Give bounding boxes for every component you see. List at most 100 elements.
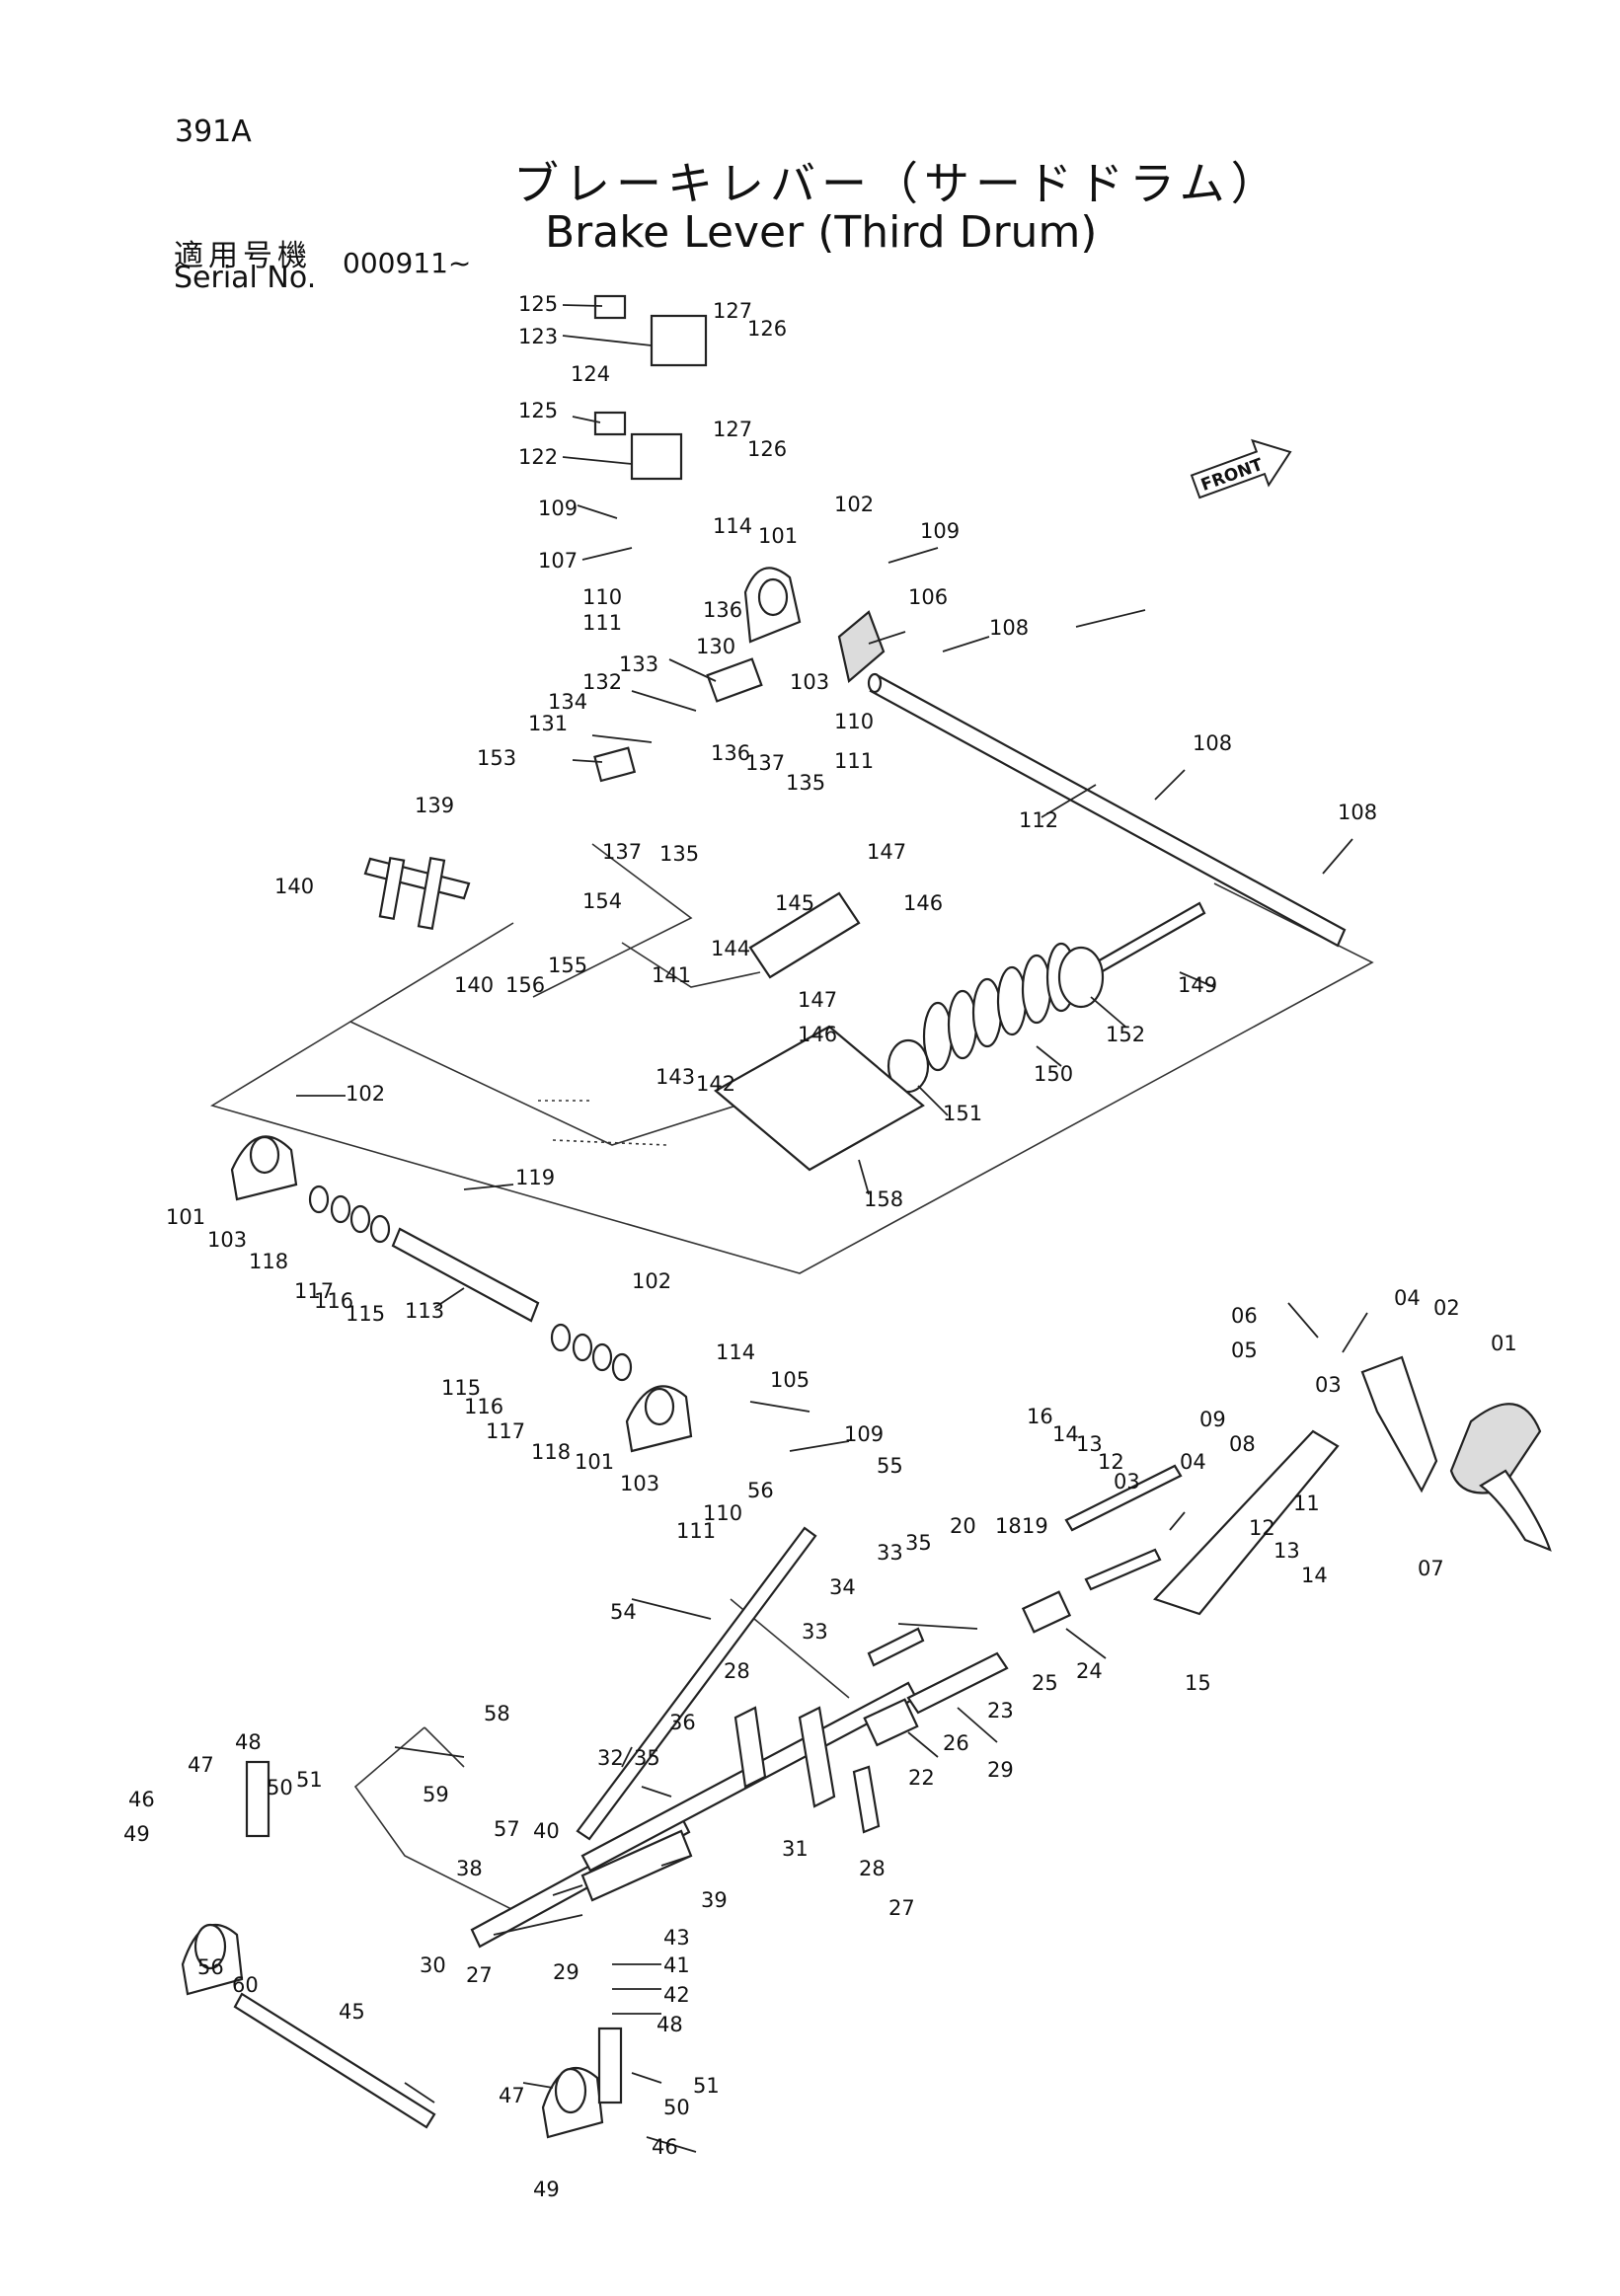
lever-02	[1360, 1355, 1438, 1493]
turnbuckle-23	[906, 1651, 1009, 1715]
part-callout-103: 103	[790, 670, 829, 694]
part-callout-27: 27	[888, 1896, 915, 1920]
part-callout-135: 135	[786, 771, 825, 795]
part-callout-43: 43	[663, 1926, 690, 1950]
part-callout-143: 143	[656, 1065, 695, 1089]
part-callout-13: 13	[1076, 1432, 1103, 1456]
part-callout-126: 126	[747, 317, 787, 341]
part-callout-05: 05	[1231, 1339, 1258, 1362]
lever-139	[363, 857, 471, 900]
part-callout-03: 03	[1315, 1373, 1342, 1397]
part-callout-03: 03	[1114, 1470, 1140, 1493]
part-callout-09: 09	[1199, 1408, 1226, 1431]
block-48b	[597, 2027, 623, 2105]
part-callout-07: 07	[1418, 1557, 1444, 1580]
components	[181, 294, 1552, 2139]
part-callout-141: 141	[652, 963, 691, 987]
part-callout-125: 125	[518, 292, 558, 316]
part-callout-151: 151	[943, 1102, 982, 1125]
part-callout-154: 154	[582, 889, 622, 913]
shaft-45	[233, 1992, 436, 2129]
part-callout-126: 126	[747, 437, 787, 461]
rod-54	[576, 1526, 817, 1841]
lever-106	[837, 610, 886, 684]
part-callout-110: 110	[582, 585, 622, 609]
part-callout-109: 109	[844, 1422, 884, 1446]
page-code: 391A	[175, 115, 252, 149]
part-callout-146: 146	[903, 891, 943, 915]
part-callout-47: 47	[499, 2084, 525, 2107]
part-callout-110: 110	[703, 1501, 742, 1525]
part-callout-132: 132	[582, 670, 622, 694]
part-callout-32: 32	[597, 1746, 624, 1770]
part-callout-49: 49	[533, 2178, 560, 2201]
part-callout-12: 12	[1098, 1450, 1124, 1474]
part-callout-123: 123	[518, 325, 558, 348]
part-callout-117: 117	[486, 1419, 525, 1443]
part-callout-31: 31	[782, 1837, 809, 1861]
part-callout-29: 29	[987, 1758, 1014, 1782]
part-callout-103: 103	[620, 1472, 659, 1495]
part-callout-114: 114	[713, 514, 752, 538]
part-callout-48: 48	[656, 2013, 683, 2036]
part-callout-136: 136	[703, 598, 742, 622]
serial-label-english: Serial No.	[174, 261, 317, 295]
part-callout-35: 35	[905, 1531, 932, 1555]
part-callout-118: 118	[249, 1250, 288, 1273]
part-callout-102: 102	[834, 493, 874, 516]
part-callout-26: 26	[943, 1731, 969, 1755]
part-callout-33: 33	[802, 1620, 828, 1644]
part-callout-60: 60	[232, 1973, 259, 1997]
block-48a	[245, 1760, 270, 1838]
part-callout-38: 38	[456, 1857, 483, 1880]
clevis-24	[1021, 1590, 1072, 1634]
spring-19	[1084, 1548, 1162, 1591]
part-callout-04: 04	[1394, 1286, 1421, 1310]
spring-34	[867, 1627, 925, 1667]
part-callout-105: 105	[770, 1368, 810, 1392]
part-callout-109: 109	[920, 519, 960, 543]
part-callout-146: 146	[798, 1023, 837, 1046]
part-22	[863, 1698, 919, 1747]
part-callout-28: 28	[859, 1857, 886, 1880]
part-callout-22: 22	[908, 1766, 935, 1790]
part-callout-144: 144	[711, 937, 750, 960]
part-callout-08: 08	[1229, 1432, 1256, 1456]
part-callout-107: 107	[538, 549, 578, 573]
part-callout-27: 27	[466, 1963, 493, 1987]
part-callout-133: 133	[619, 652, 658, 676]
leader-lines	[296, 304, 1368, 2153]
pin-125b	[593, 411, 627, 436]
part-callout-147: 147	[798, 988, 837, 1012]
lever-11	[1153, 1429, 1340, 1616]
part-callout-158: 158	[864, 1187, 903, 1211]
part-callout-113: 113	[405, 1299, 444, 1323]
part-callout-13: 13	[1273, 1539, 1300, 1563]
serial-label-japanese: 適用号機	[174, 239, 312, 273]
part-callout-28: 28	[724, 1659, 750, 1683]
part-callout-36: 36	[669, 1711, 696, 1734]
part-callout-111: 111	[676, 1519, 716, 1543]
part-callout-116: 116	[314, 1289, 353, 1313]
part-callout-145: 145	[775, 891, 814, 915]
part-callout-127: 127	[713, 418, 752, 441]
part-callout-130: 130	[696, 635, 735, 658]
part-callout-06: 06	[1231, 1304, 1258, 1328]
part-callout-30: 30	[420, 1953, 446, 1977]
part-callout-149: 149	[1178, 973, 1217, 997]
part-callout-119: 119	[515, 1166, 555, 1189]
part-callout-51: 51	[296, 1768, 323, 1792]
part-callout-108: 108	[1338, 801, 1377, 824]
part-callout-140: 140	[274, 875, 314, 898]
part-callout-140: 140	[454, 973, 494, 997]
part-callout-137: 137	[745, 751, 785, 775]
part-callout-11: 11	[1293, 1492, 1320, 1515]
part-callout-108: 108	[989, 616, 1029, 640]
part-callout-12: 12	[1249, 1516, 1275, 1540]
part-callout-14: 14	[1052, 1422, 1079, 1446]
pin-125a	[593, 294, 627, 320]
part-callout-50: 50	[267, 1776, 293, 1799]
part-callout-01: 01	[1491, 1332, 1517, 1355]
part-callout-42: 42	[663, 1983, 690, 2007]
part-callout-02: 02	[1433, 1296, 1460, 1320]
